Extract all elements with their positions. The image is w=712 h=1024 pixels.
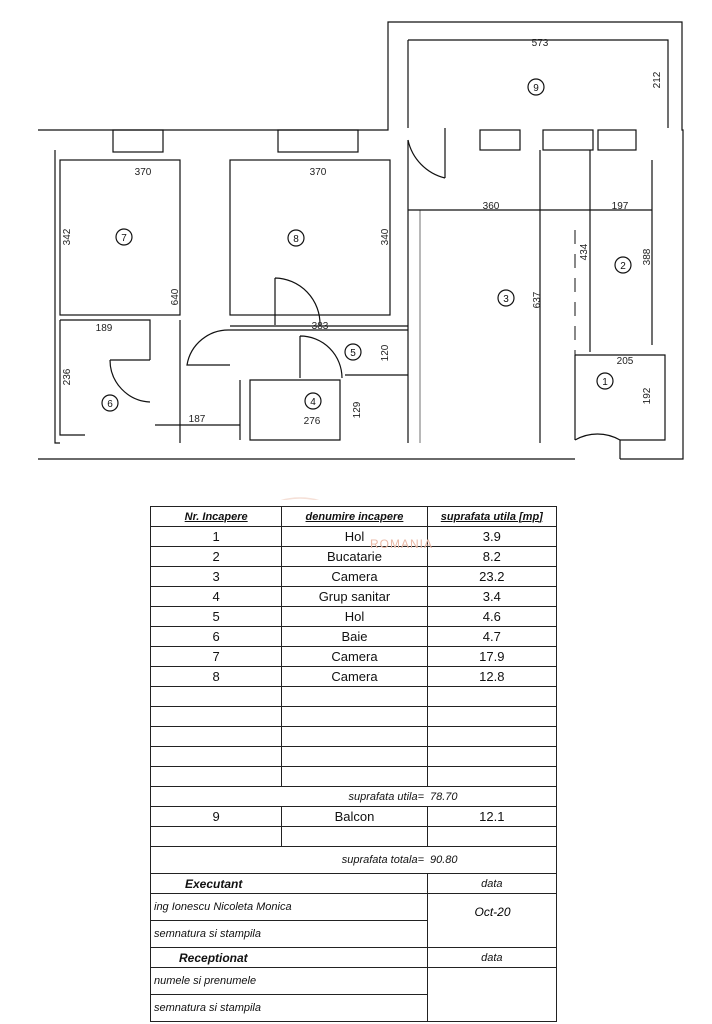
dimension-label: 340	[380, 228, 391, 245]
room-number-cell: 1	[149, 526, 283, 547]
room-name-cell: Grup sanitar	[281, 586, 428, 607]
executant-signature-row: semnatura si stampila	[150, 920, 557, 948]
room-label-6: 6	[107, 399, 113, 410]
room-number-cell: 8	[149, 666, 283, 687]
name-label: numele si prenumele	[150, 967, 428, 995]
room-area-cell: 3.4	[426, 586, 558, 607]
table-row: 7 Camera 17.9	[149, 646, 558, 667]
dimension-label: 342	[62, 228, 73, 245]
dimension-label: 383	[312, 321, 329, 332]
dimension-label: 205	[617, 356, 634, 367]
receptionat-label: Receptionat	[150, 947, 428, 968]
dimension-label: 192	[642, 387, 653, 404]
room-label-3: 3	[503, 294, 509, 305]
executant-header-row: Executant data	[150, 873, 558, 894]
empty-row	[149, 766, 558, 787]
empty-row	[149, 726, 558, 747]
room-name-cell: Camera	[281, 666, 428, 687]
dimension-label: 637	[532, 291, 543, 308]
dimension-label: 129	[352, 401, 363, 418]
room-area-cell: 4.6	[426, 606, 558, 627]
total-area-value: 90.80	[430, 854, 458, 866]
room-name-cell: Camera	[281, 646, 428, 667]
executant-label: Executant	[150, 873, 428, 894]
room-label-5: 5	[350, 348, 356, 359]
date-label: data	[426, 947, 558, 968]
column-header: Nr. Incapere	[149, 506, 283, 527]
room-label-2: 2	[620, 261, 626, 272]
room-label-4: 4	[310, 397, 316, 408]
room-number-cell: 5	[149, 606, 283, 627]
signature-label: semnatura si stampila	[150, 920, 428, 948]
room-label-9: 9	[533, 83, 539, 94]
table-row: 3 Camera 23.2	[149, 566, 558, 587]
room-number-cell: 9	[149, 806, 283, 827]
dimension-label: 212	[652, 71, 663, 88]
dimension-label: 573	[532, 38, 549, 49]
watermark-text: ROMANIA	[370, 536, 450, 557]
room-area-cell: 17.9	[426, 646, 558, 667]
executant-date: Oct-20	[474, 905, 511, 919]
executant-name: ing Ionescu Nicoleta Monica	[150, 893, 428, 921]
dimension-label: 640	[170, 288, 181, 305]
room-area-cell: 12.8	[426, 666, 558, 687]
room-number-cell: 4	[149, 586, 283, 607]
room-name-cell: Balcon	[281, 806, 428, 827]
table-row: 1 Hol 3.9	[149, 526, 558, 547]
room-number-cell: 6	[149, 626, 283, 647]
dimension-label: 276	[304, 416, 321, 427]
empty-row	[149, 686, 558, 707]
useful-area-row: suprafata utila= 78.70	[150, 786, 557, 807]
room-label-8: 8	[293, 234, 299, 245]
dimension-label: 370	[135, 167, 152, 178]
table-row: 2 Bucatarie 8.2	[149, 546, 558, 567]
dimension-label: 360	[483, 201, 500, 212]
receptionat-name-row: numele si prenumele	[150, 967, 558, 1022]
floor-plan-drawing: 1 2 3 4 5 6 7 8 9 573 212 370 370 360 19…	[38, 21, 684, 500]
room-number-cell: 3	[149, 566, 283, 587]
useful-area-label: suprafata utila=	[348, 790, 424, 803]
room-label-7: 7	[121, 233, 127, 244]
dimension-label: 189	[96, 323, 113, 334]
signature-label: semnatura si stampila	[150, 994, 428, 1022]
dimension-label: 187	[189, 414, 206, 425]
dimension-label: 197	[612, 201, 629, 212]
dimension-label: 120	[380, 344, 391, 361]
table-row: 8 Camera 12.8	[149, 666, 558, 687]
dimension-label: 388	[642, 248, 653, 265]
receptionat-header-row: Receptionat data	[150, 947, 558, 968]
room-area-cell: 23.2	[426, 566, 558, 587]
table-row: 4 Grup sanitar 3.4	[149, 586, 558, 607]
svg-text:ROMANIA: ROMANIA	[370, 537, 433, 551]
table-row: 9 Balcon 12.1	[149, 806, 558, 827]
table-row: 6 Baie 4.7	[149, 626, 558, 647]
table-row: 5 Hol 4.6	[149, 606, 558, 627]
empty-row	[149, 746, 558, 767]
room-area-cell: 12.1	[426, 806, 558, 827]
room-name-cell: Hol	[281, 606, 428, 627]
dimension-label: 236	[62, 368, 73, 385]
total-area-label: suprafata totala=	[341, 854, 424, 866]
room-name-cell: Baie	[281, 626, 428, 647]
total-area-row: suprafata totala= 90.80	[150, 846, 557, 874]
empty-row	[149, 826, 558, 847]
useful-area-value: 78.70	[430, 790, 458, 803]
room-label-1: 1	[602, 377, 608, 388]
column-header: suprafata utila [mp]	[426, 506, 558, 527]
room-number-cell: 2	[149, 546, 283, 567]
room-number-cell: 7	[149, 646, 283, 667]
executant-name-row: ing Ionescu Nicoleta Monica	[150, 893, 558, 948]
room-area-table: Nr. Incapere denumire incapere suprafata…	[149, 506, 558, 1022]
empty-row	[149, 706, 558, 727]
dimension-label: 434	[579, 243, 590, 260]
room-area-cell: 4.7	[426, 626, 558, 647]
watermark-logo	[280, 497, 320, 500]
dimension-label: 370	[310, 167, 327, 178]
date-label: data	[426, 873, 558, 894]
table-header-row: Nr. Incapere denumire incapere suprafata…	[149, 506, 558, 527]
receptionat-signature-row: semnatura si stampila	[150, 994, 557, 1022]
room-name-cell: Camera	[281, 566, 428, 587]
column-header: denumire incapere	[281, 506, 428, 527]
